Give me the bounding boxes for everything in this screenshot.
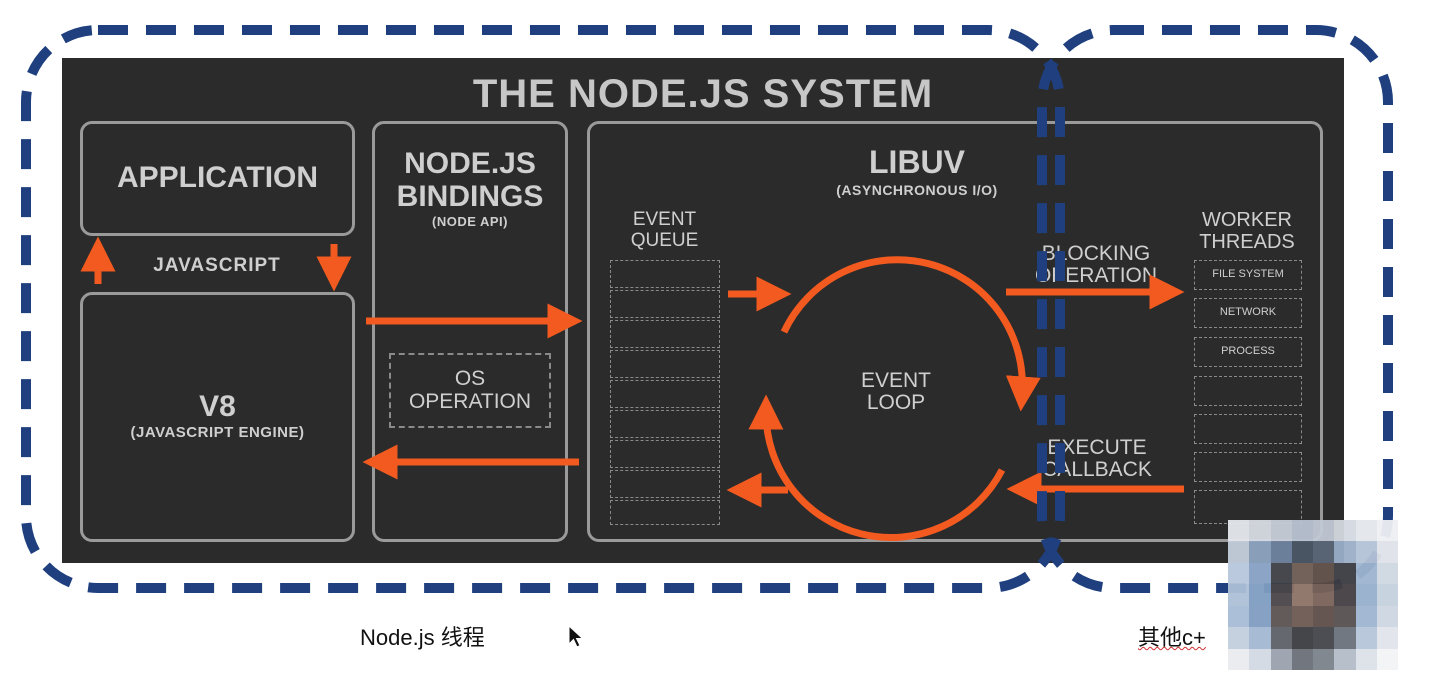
event-queue-slot [610, 470, 720, 498]
event-queue-slot [610, 410, 720, 438]
os-operation-box [389, 353, 551, 428]
worker-slot [1194, 414, 1302, 444]
os-operation-line2: OPERATION [408, 390, 532, 413]
nodejs-thread-caption: Node.js 线程 [360, 625, 485, 650]
other-cpp-group [1037, 25, 1393, 593]
libuv-label: LIBUV [869, 144, 965, 180]
event-queue-slot [610, 260, 720, 288]
worker-threads-line1: WORKER [1202, 209, 1292, 231]
nodejs-thread-group [21, 25, 1065, 593]
bindings-label-line2: BINDINGS [396, 180, 544, 213]
event-queue-slot [610, 290, 720, 318]
other-cpp-caption-text: 其他c+ [1138, 625, 1206, 650]
event-loop-line1: EVENT [860, 369, 931, 392]
event-queue-slot [610, 380, 720, 408]
other-cpp-caption: 其他c+ [1138, 620, 1206, 652]
v8-sublabel: (JAVASCRIPT ENGINE) [130, 424, 305, 441]
event-loop-top-arc [780, 256, 1041, 412]
v8-box [80, 292, 355, 542]
arrows-layer [80, 236, 1185, 541]
javascript-label: JAVASCRIPT [153, 255, 281, 276]
worker-slot-file-system [1194, 260, 1302, 290]
bindings-label-line1: NODE.JS [404, 147, 536, 180]
worker-threads-line2: THREADS [1199, 231, 1295, 253]
application-label: APPLICATION [116, 161, 319, 194]
libuv-sublabel: (ASYNCHRONOUS I/O) [836, 182, 998, 198]
worker-slot [1194, 452, 1302, 482]
webcam-thumbnail [1228, 520, 1398, 670]
execute-callback-line1: EXECUTE [1047, 436, 1147, 459]
worker-item-process: PROCESS [1221, 345, 1275, 357]
event-queue-slot [610, 320, 720, 348]
blocking-operation-line2: OPERATION [1034, 264, 1158, 287]
application-box [80, 121, 355, 236]
event-queue-line2: QUEUE [630, 230, 699, 251]
worker-slot-network [1194, 298, 1302, 328]
execute-callback-line2: CALLBACK [1042, 458, 1152, 481]
diagram-slide: THE NODE.JS SYSTEM APPLICATION JAVASCRIP… [62, 58, 1344, 563]
libuv-box [587, 121, 1323, 542]
event-queue-slot [610, 440, 720, 468]
mouse-cursor-icon [568, 625, 584, 648]
worker-slot [1194, 376, 1302, 406]
event-loop-bottom-arc [748, 394, 1006, 541]
v8-label: V8 [199, 390, 236, 423]
worker-item-network: NETWORK [1219, 306, 1277, 318]
worker-item-file-system: FILE SYSTEM [1212, 268, 1284, 280]
os-operation-line1: OS [454, 367, 486, 390]
bindings-sublabel: (NODE API) [431, 214, 509, 229]
diagram-title: THE NODE.JS SYSTEM [472, 72, 934, 116]
event-queue-slot [610, 500, 720, 525]
event-queue-slot [610, 350, 720, 378]
worker-slot-process [1194, 337, 1302, 367]
event-loop-line2: LOOP [866, 391, 926, 414]
blocking-operation-line1: BLOCKING [1041, 242, 1151, 265]
event-queue-line1: EVENT [632, 209, 697, 230]
